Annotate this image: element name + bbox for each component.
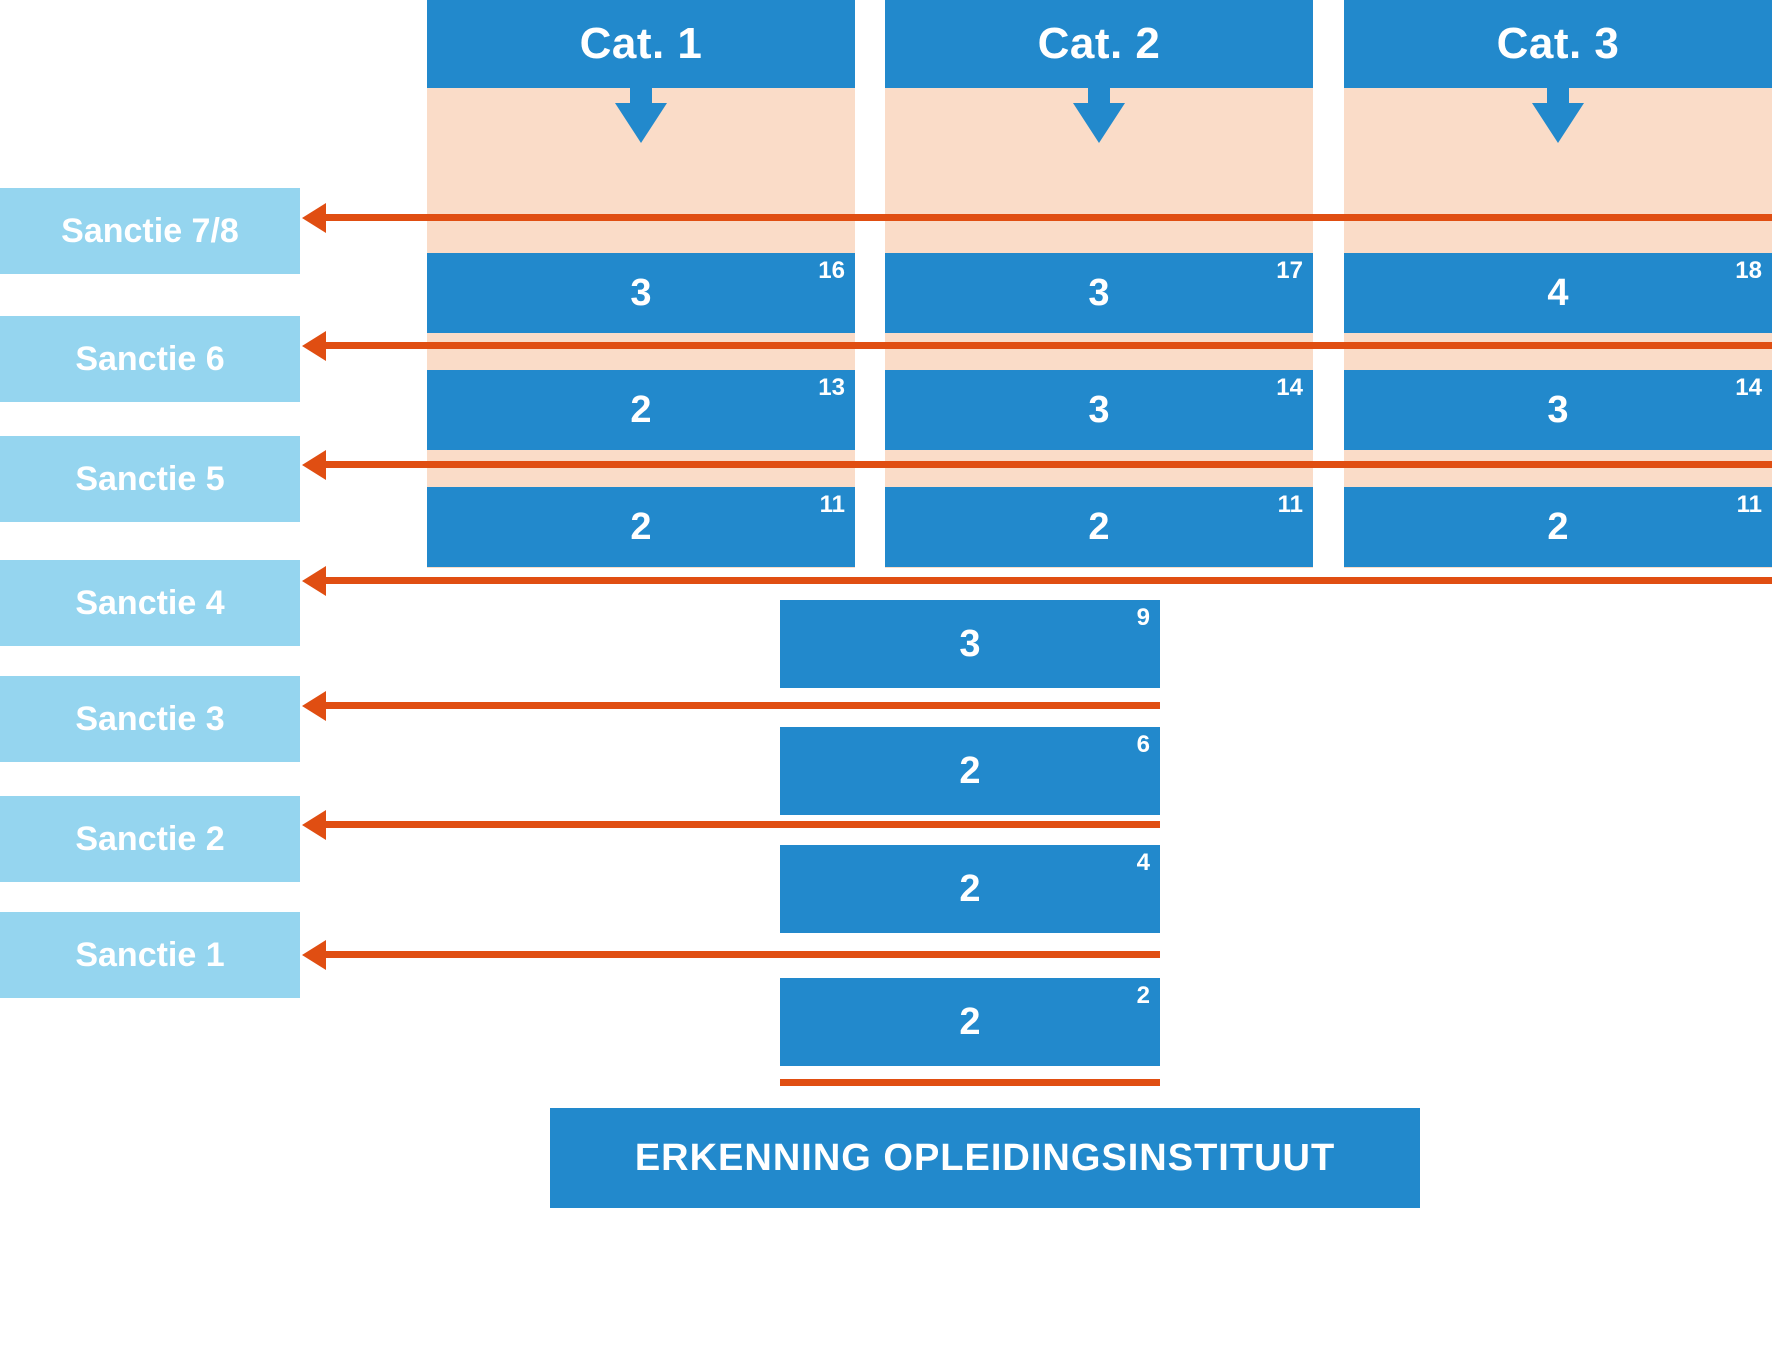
block-cat2-row7-cumulative: 2 [1136,982,1150,1009]
erkenning-banner[interactable]: ERKENNING OPLEIDINGSINSTITUUT [550,1108,1420,1208]
arrow-head-sanctie-7-8 [302,203,326,233]
block-cat2-row7-value: 2 [959,1001,981,1043]
block-cat3-row2-value: 3 [1547,389,1569,431]
erkenning-banner-label: ERKENNING OPLEIDINGSINSTITUUT [634,1137,1336,1179]
block-cat2-row5-value: 2 [959,750,981,792]
arrow-line-sanctie-4 [324,577,1772,584]
block-cat2-row1-cumulative: 17 [1276,257,1303,284]
block-cat3-row3-value: 2 [1547,506,1569,548]
block-cat2-row6-value: 2 [959,868,981,910]
arrow-head-sanctie-6 [302,331,326,361]
baseline-connector [780,1079,1160,1086]
block-cat3-row1-cumulative: 18 [1735,257,1762,284]
sanctie-label-7-8-text: Sanctie 7/8 [61,212,239,250]
sanctie-label-4[interactable]: Sanctie 4 [0,560,300,646]
block-cat2-row1-value: 3 [1088,272,1110,314]
block-cat2-row2-cumulative: 14 [1276,374,1303,401]
sanctie-label-5-text: Sanctie 5 [75,460,225,498]
category-header-cat3-label: Cat. 3 [1496,19,1620,68]
block-cat2-row2-value: 3 [1088,389,1110,431]
block-cat3-row3[interactable]: 11 2 [1344,487,1772,567]
block-cat2-row3-value: 2 [1088,506,1110,548]
block-cat2-row1[interactable]: 17 3 [885,253,1313,333]
block-cat1-row2-value: 2 [630,389,652,431]
sanctie-label-1[interactable]: Sanctie 1 [0,912,300,998]
arrow-line-sanctie-7-8 [324,214,1772,221]
sanctie-label-2-text: Sanctie 2 [75,820,225,858]
arrow-head-sanctie-5 [302,450,326,480]
cat3-down-arrow-icon [1532,103,1584,143]
block-cat2-row2[interactable]: 14 3 [885,370,1313,450]
category-header-cat2-label: Cat. 2 [1037,19,1161,68]
block-cat1-row3-value: 2 [630,506,652,548]
block-cat2-row5-cumulative: 6 [1136,731,1150,758]
block-cat2-row6[interactable]: 4 2 [780,845,1160,933]
block-cat3-row3-cumulative: 11 [1736,491,1762,518]
arrow-line-sanctie-1 [324,951,1160,958]
arrow-line-sanctie-3 [324,702,1160,709]
block-cat1-row2[interactable]: 13 2 [427,370,855,450]
sanctie-label-2[interactable]: Sanctie 2 [0,796,300,882]
block-cat2-row6-cumulative: 4 [1136,849,1150,876]
block-cat1-row1-value: 3 [630,272,652,314]
arrow-line-sanctie-2 [324,821,1160,828]
block-cat1-row3[interactable]: 11 2 [427,487,855,567]
sanctie-label-6-text: Sanctie 6 [75,340,225,378]
category-header-cat3[interactable]: Cat. 3 [1344,0,1772,88]
arrow-head-sanctie-2 [302,810,326,840]
sanctie-label-3-text: Sanctie 3 [75,700,225,738]
block-cat2-row7[interactable]: 2 2 [780,978,1160,1066]
sanctie-label-1-text: Sanctie 1 [75,936,225,974]
category-header-cat1-label: Cat. 1 [579,19,703,68]
cat1-down-arrow-icon [615,103,667,143]
sanctie-label-3[interactable]: Sanctie 3 [0,676,300,762]
block-cat3-row1[interactable]: 18 4 [1344,253,1772,333]
sanctie-label-4-text: Sanctie 4 [75,584,225,622]
block-cat2-row4[interactable]: 9 3 [780,600,1160,688]
arrow-line-sanctie-6 [324,342,1772,349]
category-header-cat1[interactable]: Cat. 1 [427,0,855,88]
block-cat3-row2[interactable]: 14 3 [1344,370,1772,450]
block-cat1-row3-cumulative: 11 [819,491,845,518]
block-cat3-row2-cumulative: 14 [1735,374,1762,401]
arrow-head-sanctie-3 [302,691,326,721]
block-cat3-row1-value: 4 [1547,272,1569,314]
sanctie-label-6[interactable]: Sanctie 6 [0,316,300,402]
category-header-cat2[interactable]: Cat. 2 [885,0,1313,88]
arrow-line-sanctie-5 [324,461,1772,468]
sanctie-label-7-8[interactable]: Sanctie 7/8 [0,188,300,274]
arrow-head-sanctie-1 [302,940,326,970]
arrow-head-sanctie-4 [302,566,326,596]
block-cat2-row3-cumulative: 11 [1277,491,1303,518]
block-cat2-row3[interactable]: 11 2 [885,487,1313,567]
block-cat1-row1-cumulative: 16 [818,257,845,284]
block-cat2-row4-cumulative: 9 [1136,604,1150,631]
block-cat1-row2-cumulative: 13 [818,374,845,401]
block-cat2-row4-value: 3 [959,623,981,665]
cat2-down-arrow-icon [1073,103,1125,143]
sanctie-label-5[interactable]: Sanctie 5 [0,436,300,522]
block-cat2-row5[interactable]: 6 2 [780,727,1160,815]
block-cat1-row1[interactable]: 16 3 [427,253,855,333]
